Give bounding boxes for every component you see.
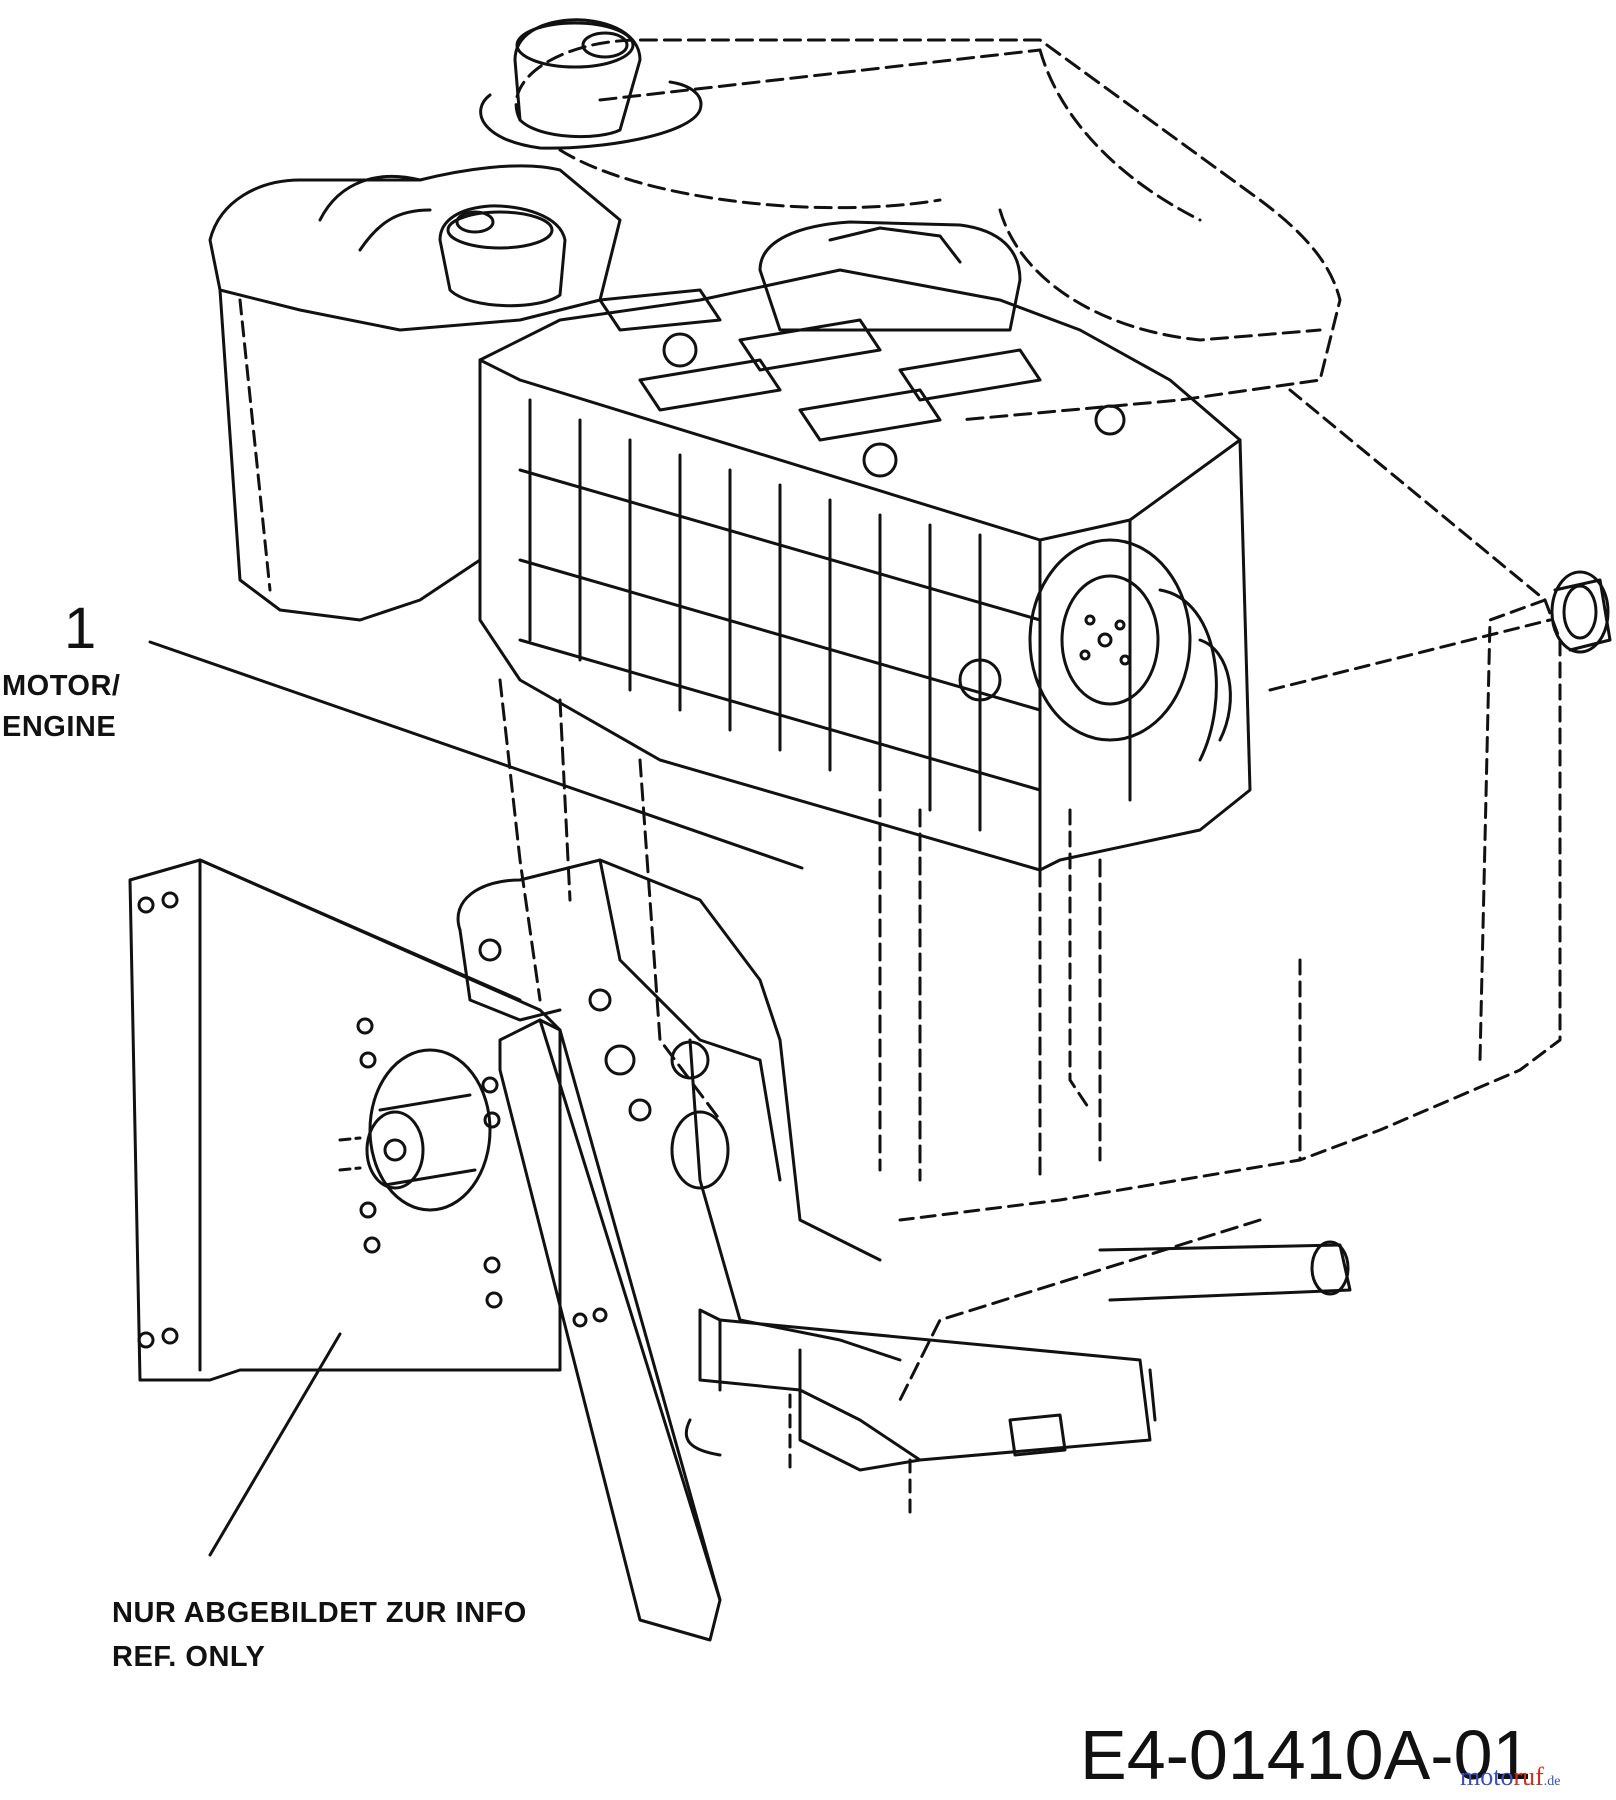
fuel-cap — [479, 18, 703, 150]
leader-line-note — [208, 1332, 342, 1557]
callout-number: 1 — [64, 596, 97, 661]
fuel-tank-outline — [514, 38, 1342, 422]
leader-line-engine — [148, 640, 804, 870]
watermark-logo: motoruf.de — [1460, 1762, 1561, 1792]
mounting-bracket — [498, 1018, 722, 1642]
engine-cage — [478, 268, 1252, 872]
callout-label-engine: ENGINE — [2, 711, 117, 743]
pto-mounting-plate — [128, 858, 562, 1382]
muffler-outline — [898, 388, 1562, 1222]
callout-label-motor: MOTOR/ — [2, 670, 121, 702]
reference-note-german: NUR ABGEBILDET ZUR INFO — [112, 1597, 527, 1629]
muffler-outlet — [1550, 570, 1612, 654]
watermark-part-b: ruf — [1513, 1762, 1544, 1791]
flywheel-face — [958, 538, 1232, 762]
oil-cap — [438, 204, 567, 308]
fuel-tank-left — [208, 164, 622, 622]
reference-note-english: REF. ONLY — [112, 1641, 266, 1673]
valve-cover — [758, 220, 1022, 332]
crankcase-solid — [456, 858, 902, 1362]
crankcase — [498, 678, 1262, 1402]
drawing-number: E4-01410A-01 — [1080, 1716, 1532, 1794]
mounting-rail — [684, 1240, 1352, 1522]
watermark-part-a: moto — [1460, 1762, 1514, 1791]
pto-shaft — [338, 1048, 492, 1212]
watermark-part-c: .de — [1543, 1774, 1561, 1789]
